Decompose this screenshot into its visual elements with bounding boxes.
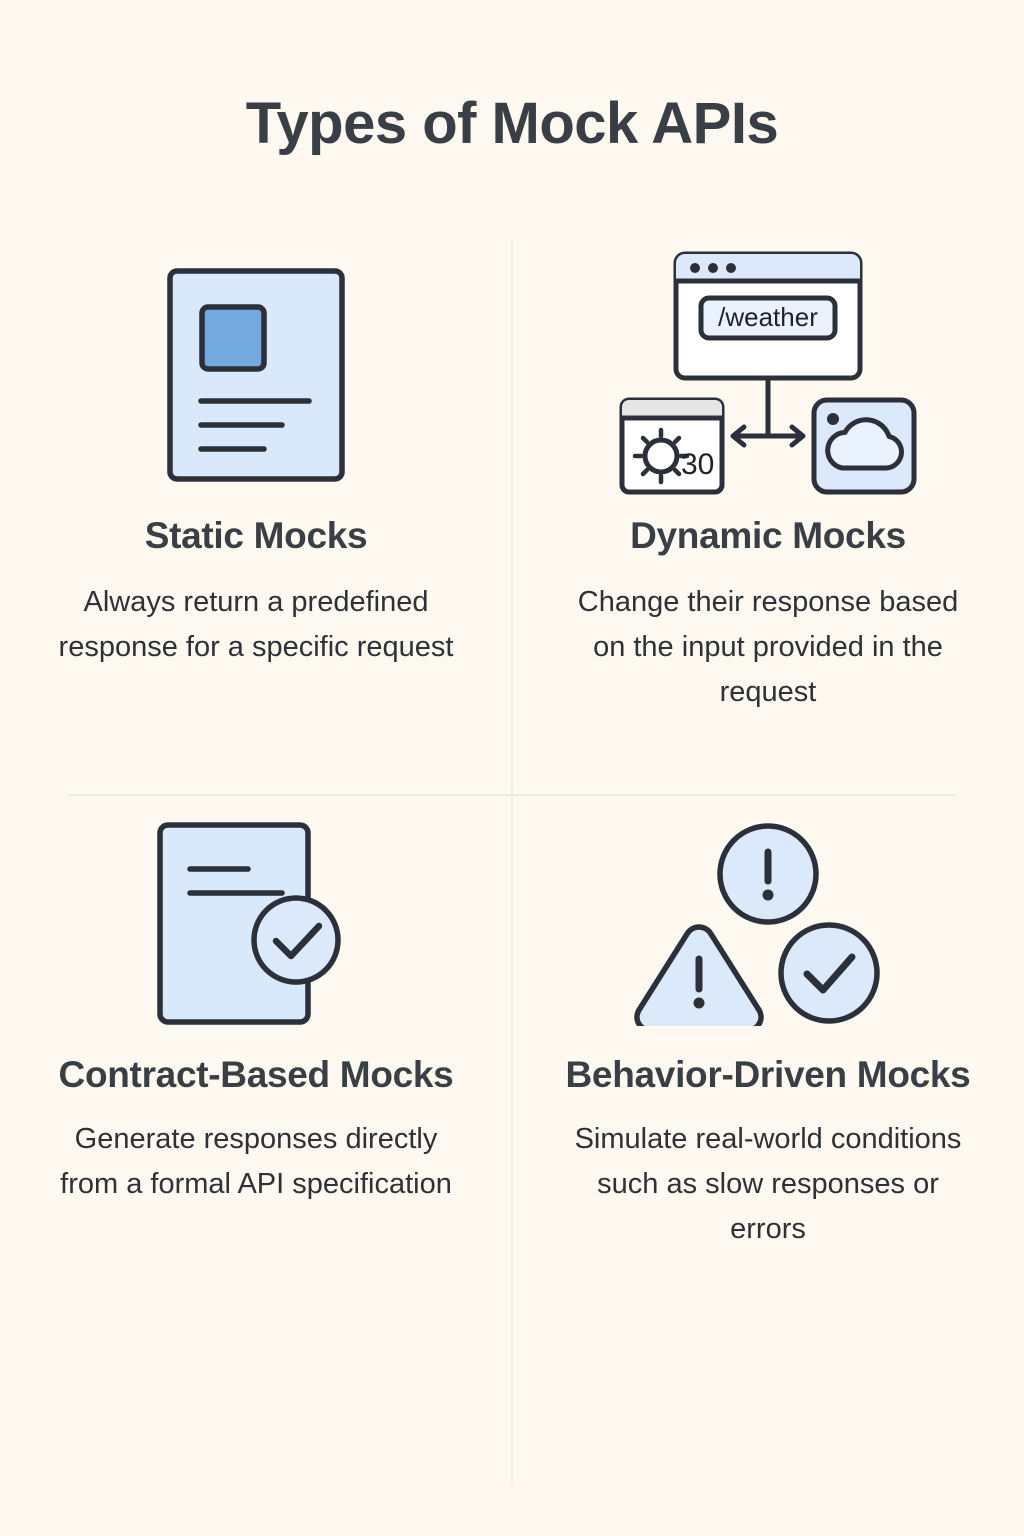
card-title-static-mocks: Static Mocks [144, 515, 368, 556]
card-desc-behavior-driven-mocks: Simulate real-world conditions such as s… [574, 1122, 962, 1245]
card-static-mocks: Static Mocks Always return a predefined … [0, 240, 512, 796]
card-title-behavior-driven-mocks: Behavior-Driven Mocks [565, 1054, 971, 1095]
sunny-weather-card-icon: 30 [619, 397, 725, 495]
connector-arrows-icon [730, 378, 806, 448]
card-dynamic-mocks: /weather [512, 240, 1024, 796]
horizontal-divider [68, 794, 956, 796]
card-desc-contract-based-mocks: Generate responses directly from a forma… [60, 1122, 452, 1200]
card-title-contract-based-mocks: Contract-Based Mocks [58, 1054, 454, 1095]
endpoint-label: /weather [718, 302, 818, 332]
temperature-label: 30 [681, 448, 714, 481]
warning-triangle-icon [634, 924, 764, 1026]
card-contract-based-mocks: Contract-Based Mocks Generate responses … [0, 796, 512, 1490]
alert-warning-check-icon [634, 823, 880, 1026]
card-desc-static-mocks: Always return a predefined response for … [58, 585, 454, 663]
browser-endpoint-branching-icon: /weather [619, 251, 917, 495]
check-badge-icon [251, 895, 341, 985]
card-desc-dynamic-mocks: Change their response based on the input… [577, 585, 959, 708]
cloudy-weather-card-icon [811, 397, 917, 495]
browser-window-icon: /weather [673, 251, 863, 381]
card-behavior-driven-mocks: Behavior-Driven Mocks Simulate real-worl… [512, 796, 1024, 1490]
page-title: Types of Mock APIs [245, 91, 779, 156]
document-check-icon [157, 822, 341, 1025]
check-circle-icon [778, 922, 880, 1024]
cards-grid: Static Mocks Always return a predefined … [0, 240, 1024, 1490]
dynamic-mocks-icon-box: /weather [618, 240, 918, 510]
behavior-driven-icon-box [633, 796, 903, 1051]
exclamation-circle-icon [717, 823, 819, 925]
vertical-divider [511, 240, 513, 1485]
document-with-image-icon [167, 268, 345, 482]
static-mocks-icon-box [166, 240, 346, 510]
card-title-dynamic-mocks: Dynamic Mocks [630, 515, 906, 556]
contract-based-icon-box [156, 796, 356, 1051]
